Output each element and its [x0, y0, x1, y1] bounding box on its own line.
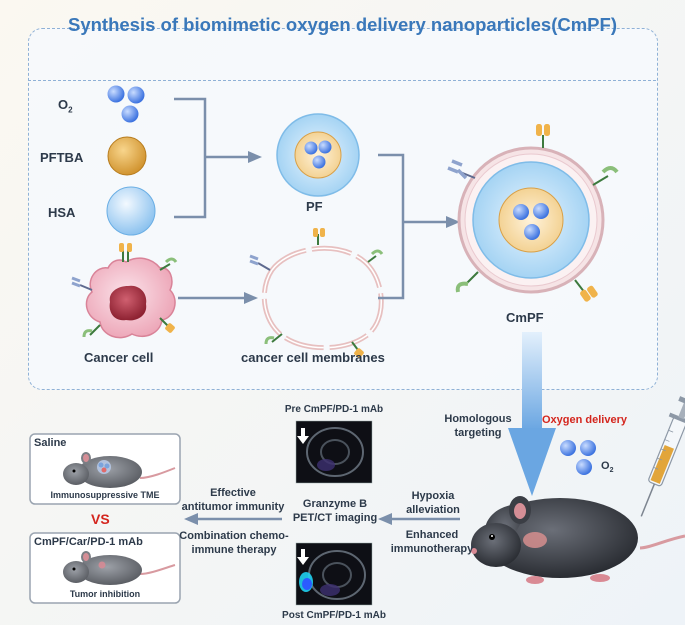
panel-title: Synthesis of biomimetic oxygen delivery … — [68, 14, 617, 35]
pf-label: PF — [306, 199, 323, 214]
membranes-label: cancer cell membranes — [241, 350, 385, 365]
granzyme-pet-label: Granzyme B PET/CT imaging — [292, 498, 378, 524]
cancer-cell-label: Cancer cell — [84, 350, 154, 365]
o2-near-mouse-label: O2 — [601, 460, 614, 475]
hsa-sphere-icon — [106, 186, 156, 236]
pet-image-pre — [295, 420, 373, 484]
treated-caption: Tumor inhibition — [69, 589, 141, 599]
treated-mouse-icon — [63, 551, 176, 585]
effective-immunity-label: Effective antitumor immunity — [181, 487, 285, 513]
merge-arrow-to-cmpf — [378, 153, 448, 300]
enhanced-immunotherapy-label: Enhanced immunotherapy — [390, 529, 474, 555]
cmpf-label: CmPF — [506, 310, 544, 325]
saline-label: Saline — [34, 437, 67, 449]
oxygen-bubbles-icon — [560, 440, 596, 475]
oxygen-delivery-label: Oxygen delivery — [542, 414, 627, 426]
homologous-targeting-label: Homologous targeting — [444, 413, 512, 439]
pet-image-post — [295, 542, 373, 606]
hypoxia-alleviation-label: Hypoxia alleviation — [406, 490, 460, 516]
combination-therapy-label: Combination chemo- immune therapy — [179, 530, 289, 556]
saline-caption: Immunosuppressive TME — [50, 490, 160, 500]
membrane-receptors-icon — [249, 228, 384, 358]
pftba-sphere-icon — [107, 136, 147, 176]
mouse-icon — [471, 496, 685, 584]
hsa-label: HSA — [48, 205, 76, 220]
vs-label: VS — [91, 511, 110, 527]
pre-treatment-label: Pre CmPF/PD-1 mAb — [284, 404, 384, 415]
treated-label: CmPF/Car/PD-1 mAb — [34, 536, 143, 548]
merge-arrow-to-pf — [174, 97, 250, 219]
title-divider — [28, 28, 656, 81]
syringe-icon — [640, 396, 685, 517]
pftba-label: PFTBA — [40, 150, 84, 165]
cmpf-particle-icon — [447, 124, 619, 302]
post-treatment-label: Post CmPF/PD-1 mAb — [282, 610, 386, 621]
cell-membrane-icon — [261, 245, 384, 351]
pf-particle-icon — [276, 113, 360, 197]
saline-mouse-icon — [63, 452, 176, 488]
oxygen-molecules-icon — [107, 85, 145, 123]
delivery-arrow — [508, 332, 556, 496]
o2-label: O2 — [58, 97, 73, 115]
cancer-cell-icon — [71, 243, 178, 339]
